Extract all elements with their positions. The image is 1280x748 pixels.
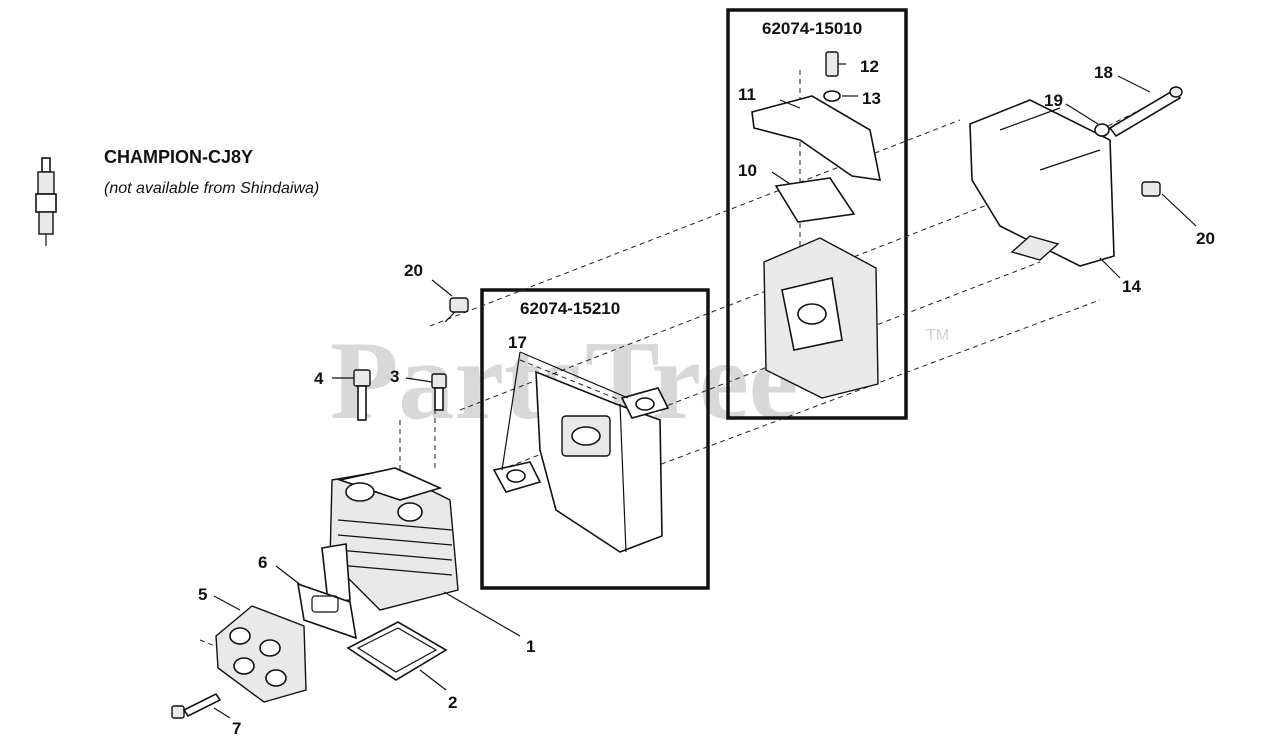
callout-1: 1 [526,637,535,656]
muffler-cover-14 [969,99,1115,267]
note-title: CHAMPION-CJ8Y [104,147,253,167]
callout-6: 6 [258,553,267,572]
cylinder-1 [321,467,459,611]
screw-20-left [444,297,469,323]
callout-10: 10 [738,161,757,180]
heat-shield-assembly [492,370,670,553]
bolt-3 [431,373,447,411]
callout-7: 7 [232,719,241,738]
bolt-4 [353,369,371,421]
screw-20-right [1141,181,1161,197]
callout-3: 3 [390,367,399,386]
bolt-18 [1108,86,1183,138]
muffler-assembly [751,51,882,399]
callout-2: 2 [448,693,457,712]
note-subtitle: (not available from Shindaiwa) [104,180,319,197]
kit-box-62074-15010 [726,8,908,420]
callout-13: 13 [862,89,881,108]
callout-12: 12 [860,57,879,76]
callout-20-left: 20 [404,261,423,280]
callout-5: 5 [198,585,207,604]
spark-plug-icon [35,157,57,246]
callout-11: 11 [738,85,756,104]
kit-label-62074-15010: 62074-15010 [762,19,862,38]
washer-19 [1094,123,1110,137]
callout-19: 19 [1044,91,1063,110]
watermark-tm: TM [926,327,949,344]
callout-17: 17 [508,333,527,352]
callout-20-right: 20 [1196,229,1215,248]
kit-box-62074-15210 [480,288,710,590]
callout-4: 4 [314,369,324,388]
callout-18: 18 [1094,63,1113,82]
leader-lines [213,63,1197,719]
screw-7 [171,692,222,719]
callout-14: 14 [1122,277,1141,296]
carburetor-5 [215,605,307,703]
gasket-6 [296,582,358,640]
gasket-2 [346,621,448,681]
kit-label-62074-15210: 62074-15210 [520,299,620,318]
